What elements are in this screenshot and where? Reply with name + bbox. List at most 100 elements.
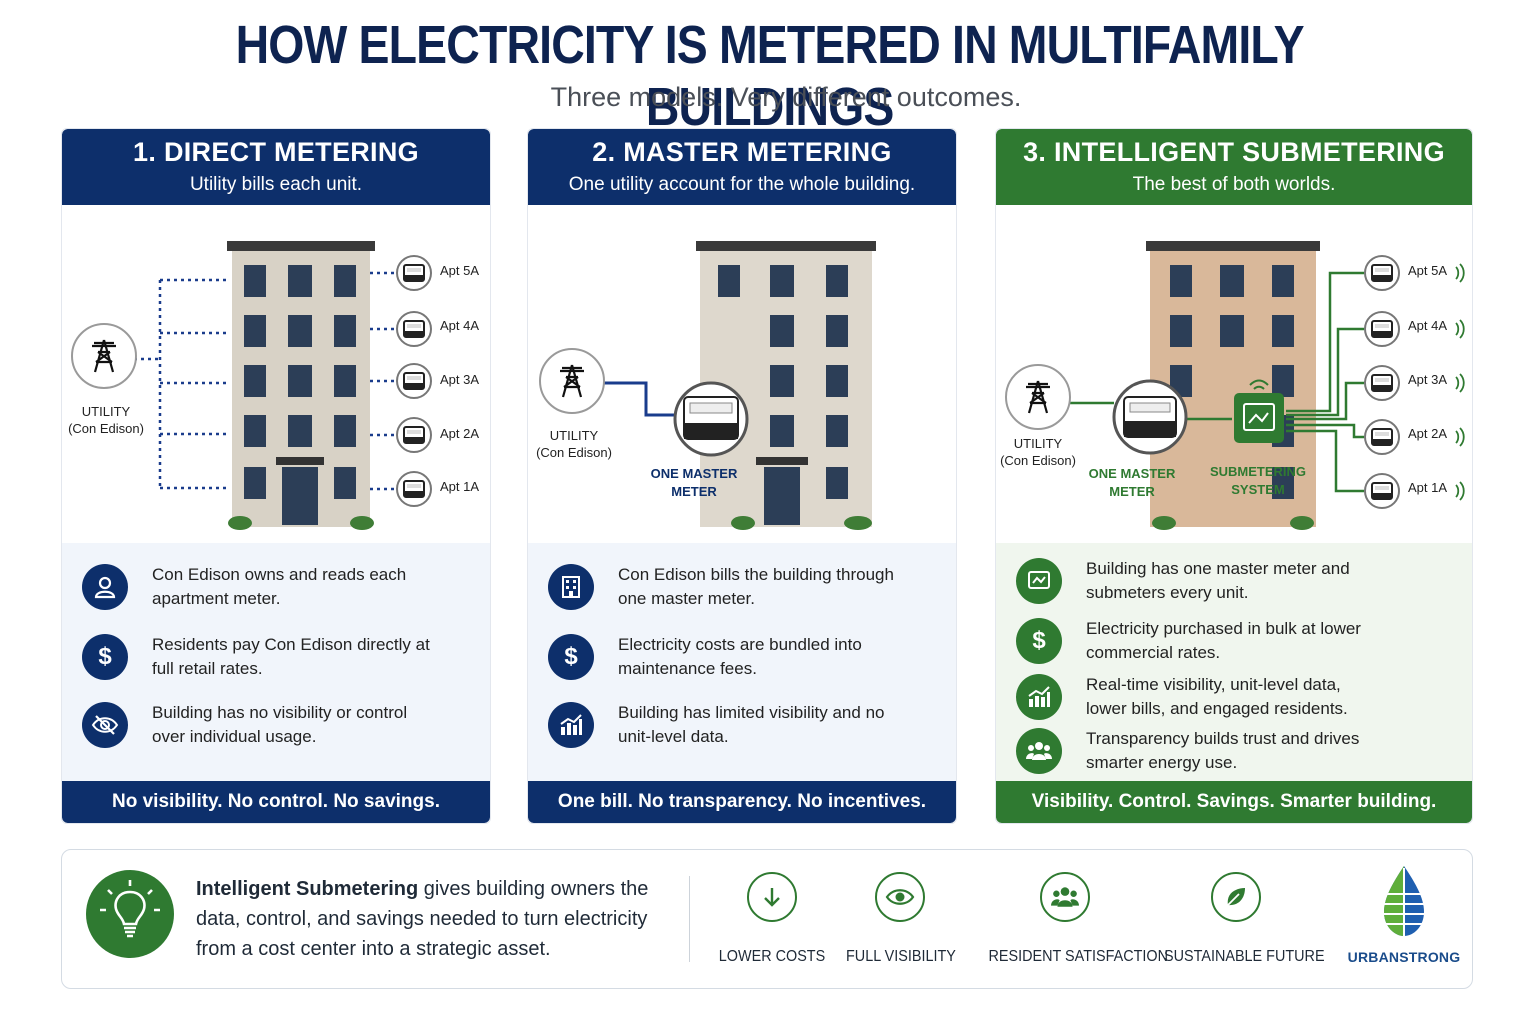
benefit-sustainable-future: SUSTAINABLE FUTURE xyxy=(1156,872,1325,966)
submetering-system-icon xyxy=(1234,379,1284,443)
apt-label: Apt 4A xyxy=(440,318,480,333)
apt-label: Apt 5A xyxy=(1408,263,1448,278)
utility-label: UTILITY(Con Edison) xyxy=(68,404,144,436)
benefit-resident-satisfaction: RESIDENT SATISFACTION xyxy=(980,872,1168,966)
apt-label: Apt 5A xyxy=(440,263,480,278)
panel-master-metering: 2. MASTER METERING One utility account f… xyxy=(527,128,957,824)
fact-text: Residents pay Con Edison directly at ful… xyxy=(152,635,430,678)
fact-text: Electricity costs are bundled into maint… xyxy=(618,635,862,678)
fact-text: Con Edison bills the building through on… xyxy=(618,565,894,608)
fact-item: $ Electricity purchased in bulk at lower… xyxy=(1016,617,1386,665)
leaf-icon xyxy=(1211,872,1261,922)
urbanstrong-logo: URBANSTRONG xyxy=(1342,864,1466,965)
dollar-icon: $ xyxy=(82,634,128,680)
page-title: HOW ELECTRICITY IS METERED IN MULTIFAMIL… xyxy=(235,15,1305,137)
utility-label: UTILITY(Con Edison) xyxy=(536,428,612,460)
eye-icon xyxy=(875,872,925,922)
panel-title: 2. MASTER METERING xyxy=(592,137,892,167)
fact-text: Building has one master meter and submet… xyxy=(1086,559,1350,602)
panel-footer: No visibility. No control. No savings. xyxy=(62,781,490,823)
fact-item: Transparency builds trust and drives sma… xyxy=(1016,727,1386,775)
fact-item: Con Edison owns and reads each apartment… xyxy=(82,563,442,611)
divider xyxy=(689,876,690,962)
apartment-meter-icon xyxy=(1364,473,1400,509)
panel-header: 3. INTELLIGENT SUBMETERING The best of b… xyxy=(996,129,1472,205)
apt-label: Apt 1A xyxy=(440,479,480,494)
apartment-meter-icon xyxy=(1364,419,1400,455)
summary-message: Intelligent Submetering gives building o… xyxy=(196,878,649,960)
building-icon xyxy=(548,564,594,610)
group-icon xyxy=(1016,728,1062,774)
benefit-lower-costs: LOWER COSTS xyxy=(712,872,832,966)
panel-direct-metering: 1. DIRECT METERING Utility bills each un… xyxy=(61,128,491,824)
panel-footer: One bill. No transparency. No incentives… xyxy=(528,781,956,823)
building-illustration xyxy=(227,241,375,530)
page-subtitle: Three models. Very different outcomes. xyxy=(550,82,1022,112)
fact-item: Building has no visibility or control ov… xyxy=(82,701,442,749)
apartment-meter-icon xyxy=(396,363,432,399)
apartment-meter-icon xyxy=(396,255,432,291)
lightbulb-icon xyxy=(86,870,174,958)
apartment-meter-icon xyxy=(396,311,432,347)
panel-header: 1. DIRECT METERING Utility bills each un… xyxy=(62,129,490,205)
apartment-meter-icon xyxy=(396,417,432,453)
panel-header: 2. MASTER METERING One utility account f… xyxy=(528,129,956,205)
apt-label: Apt 1A xyxy=(1408,480,1448,495)
wireless-signal-icon xyxy=(1455,263,1465,501)
master-meter-icon xyxy=(673,381,749,457)
group-icon xyxy=(1040,872,1090,922)
panel-title: 3. INTELLIGENT SUBMETERING xyxy=(1023,137,1445,167)
apt-label: Apt 4A xyxy=(1408,318,1448,333)
utility-lines xyxy=(134,271,396,491)
panel-footer: Visibility. Control. Savings. Smarter bu… xyxy=(996,781,1472,823)
submeter-lines xyxy=(1070,271,1364,493)
panel-subtitle: The best of both worlds. xyxy=(1132,174,1336,195)
master-meter-label: ONE MASTER METER xyxy=(1088,466,1176,499)
apartment-meter-icon xyxy=(396,471,432,507)
chart-up-icon xyxy=(1016,674,1062,720)
fact-text: Building has limited visibility and no u… xyxy=(618,703,885,746)
apt-label: Apt 3A xyxy=(1408,372,1448,387)
apartment-meter-icon xyxy=(1364,365,1400,401)
utility-label: UTILITY(Con Edison) xyxy=(1000,436,1076,468)
bar-chart-icon xyxy=(548,702,594,748)
fact-text: Building has no visibility or control ov… xyxy=(152,703,408,746)
apartment-meter-icon xyxy=(1364,311,1400,347)
submetering-illustration: UTILITY(Con Edison) ONE MASTER METER SUB… xyxy=(996,205,1472,543)
fact-item: Real-time visibility, unit-level data, l… xyxy=(1016,673,1386,721)
fact-text: Real-time visibility, unit-level data, l… xyxy=(1086,675,1348,718)
master-meter-icon xyxy=(1112,379,1188,455)
direct-metering-illustration: UTILITY(Con Edison) Apt 5A Apt 4A Apt 3A… xyxy=(62,205,490,543)
fact-item: Con Edison bills the building through on… xyxy=(548,563,908,611)
panel-intelligent-submetering: 3. INTELLIGENT SUBMETERING The best of b… xyxy=(995,128,1473,824)
eye-slash-icon xyxy=(82,702,128,748)
arrow-down-icon xyxy=(747,872,797,922)
fact-item: $ Electricity costs are bundled into mai… xyxy=(548,633,908,681)
bottom-summary-banner: Intelligent Submetering gives building o… xyxy=(61,849,1473,989)
facts-list: Con Edison bills the building through on… xyxy=(528,543,956,783)
panel-title: 1. DIRECT METERING xyxy=(133,137,419,167)
dollar-icon: $ xyxy=(1016,618,1062,664)
apt-label: Apt 3A xyxy=(440,372,480,387)
fact-item: $ Residents pay Con Edison directly at f… xyxy=(82,633,442,681)
building-illustration xyxy=(1146,241,1320,530)
master-metering-illustration: UTILITY(Con Edison) ONE MASTER METER xyxy=(528,205,956,543)
fact-text: Con Edison owns and reads each apartment… xyxy=(152,565,407,608)
apartment-meter-icon xyxy=(1364,255,1400,291)
facts-list: Con Edison owns and reads each apartment… xyxy=(62,543,490,783)
panel-subtitle: Utility bills each unit. xyxy=(189,174,363,195)
fact-item: Building has limited visibility and no u… xyxy=(548,701,908,749)
master-meter-label: ONE MASTER METER xyxy=(650,466,738,499)
apt-label: Apt 2A xyxy=(1408,426,1448,441)
utility-line xyxy=(604,381,676,417)
monitor-icon xyxy=(1016,558,1062,604)
panel-subtitle: One utility account for the whole buildi… xyxy=(568,174,916,195)
submetering-system-label: SUBMETERING SYSTEM xyxy=(1209,464,1307,497)
person-icon xyxy=(82,564,128,610)
fact-text: Transparency builds trust and drives sma… xyxy=(1086,729,1360,772)
apt-label: Apt 2A xyxy=(440,426,480,441)
fact-text: Electricity purchased in bulk at lower c… xyxy=(1086,619,1361,662)
benefit-full-visibility: FULL VISIBILITY xyxy=(840,872,960,966)
facts-list: Building has one master meter and submet… xyxy=(996,543,1472,783)
fact-item: Building has one master meter and submet… xyxy=(1016,557,1386,605)
